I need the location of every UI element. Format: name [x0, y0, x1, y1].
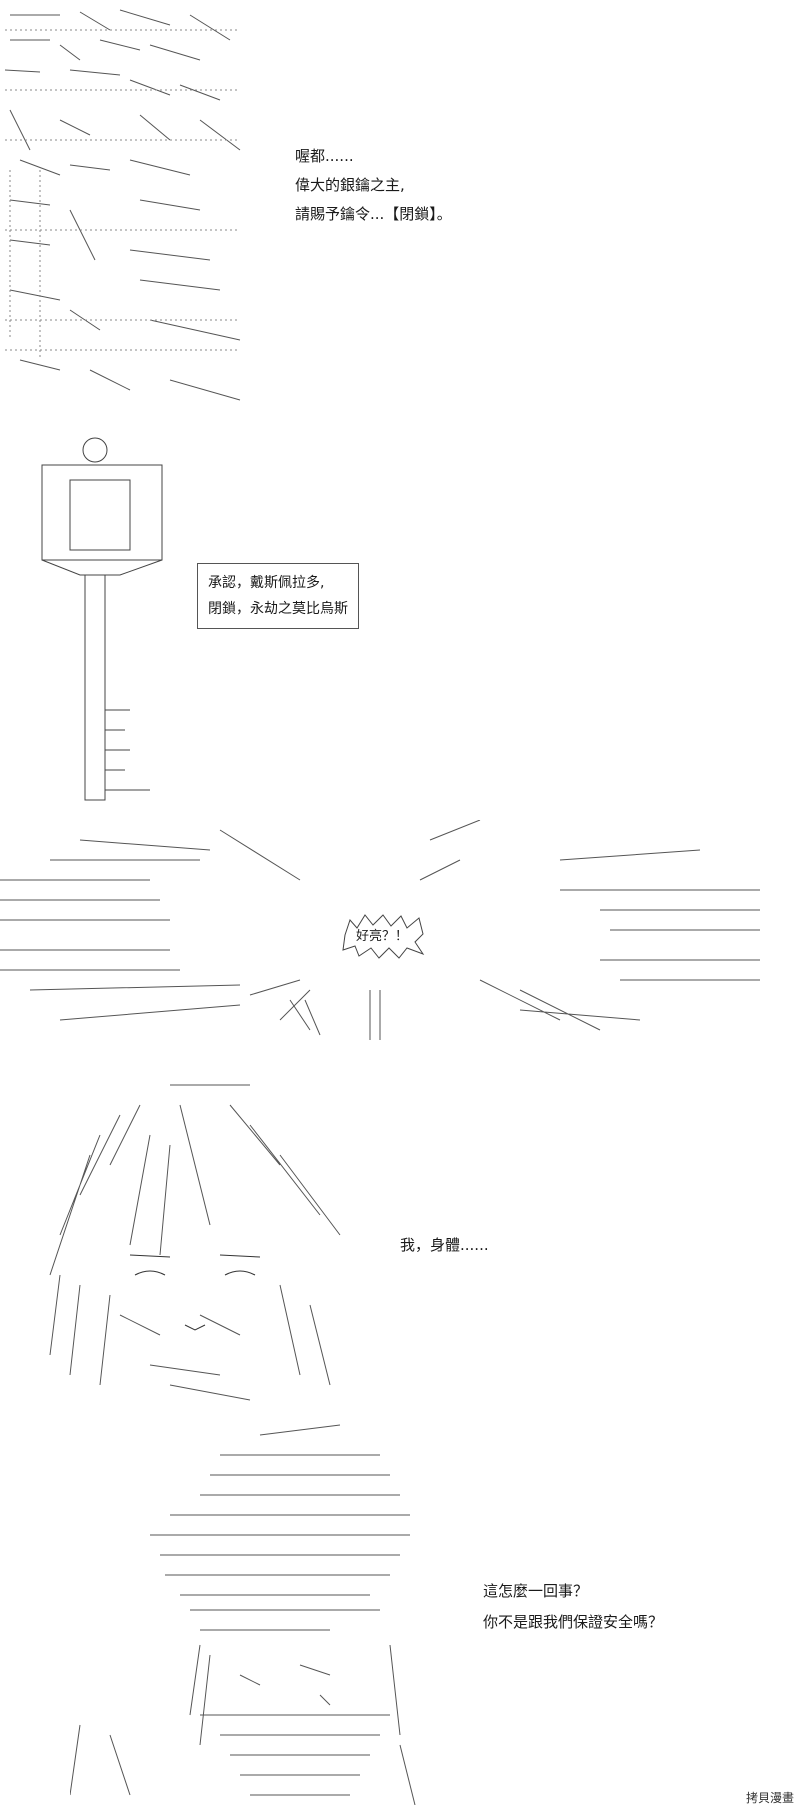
dialogue-line-3: 請賜予鑰令...【閉鎖】。 [295, 205, 452, 223]
bubble-line-2: 閉鎖，永劫之莫比烏斯 [208, 601, 348, 617]
light-burst-art [0, 820, 760, 1040]
dialogue-line-body: 我，身體...... [400, 1236, 489, 1254]
dialogue-line-1: 喔都...... [295, 147, 354, 165]
character-art-3 [70, 1424, 416, 1805]
bubble-line-1: 承認，戴斯佩拉多, [208, 575, 325, 591]
key-art [41, 437, 163, 801]
character-art-1 [4, 9, 241, 401]
character-art-2 [49, 1084, 341, 1401]
watermark-label: 拷貝漫畫 [745, 1791, 794, 1805]
speech-bubble: 承認，戴斯佩拉多, 閉鎖，永劫之莫比烏斯 [197, 563, 359, 629]
dialogue-line-2: 偉大的銀鑰之主, [295, 176, 405, 194]
exclamation-text: 好亮？！ [356, 929, 409, 944]
dialogue-line-4: 這怎麼一回事？ [483, 1582, 589, 1600]
dialogue-line-5: 你不是跟我們保證安全嗎？ [483, 1613, 664, 1631]
burst-shape [342, 914, 425, 959]
